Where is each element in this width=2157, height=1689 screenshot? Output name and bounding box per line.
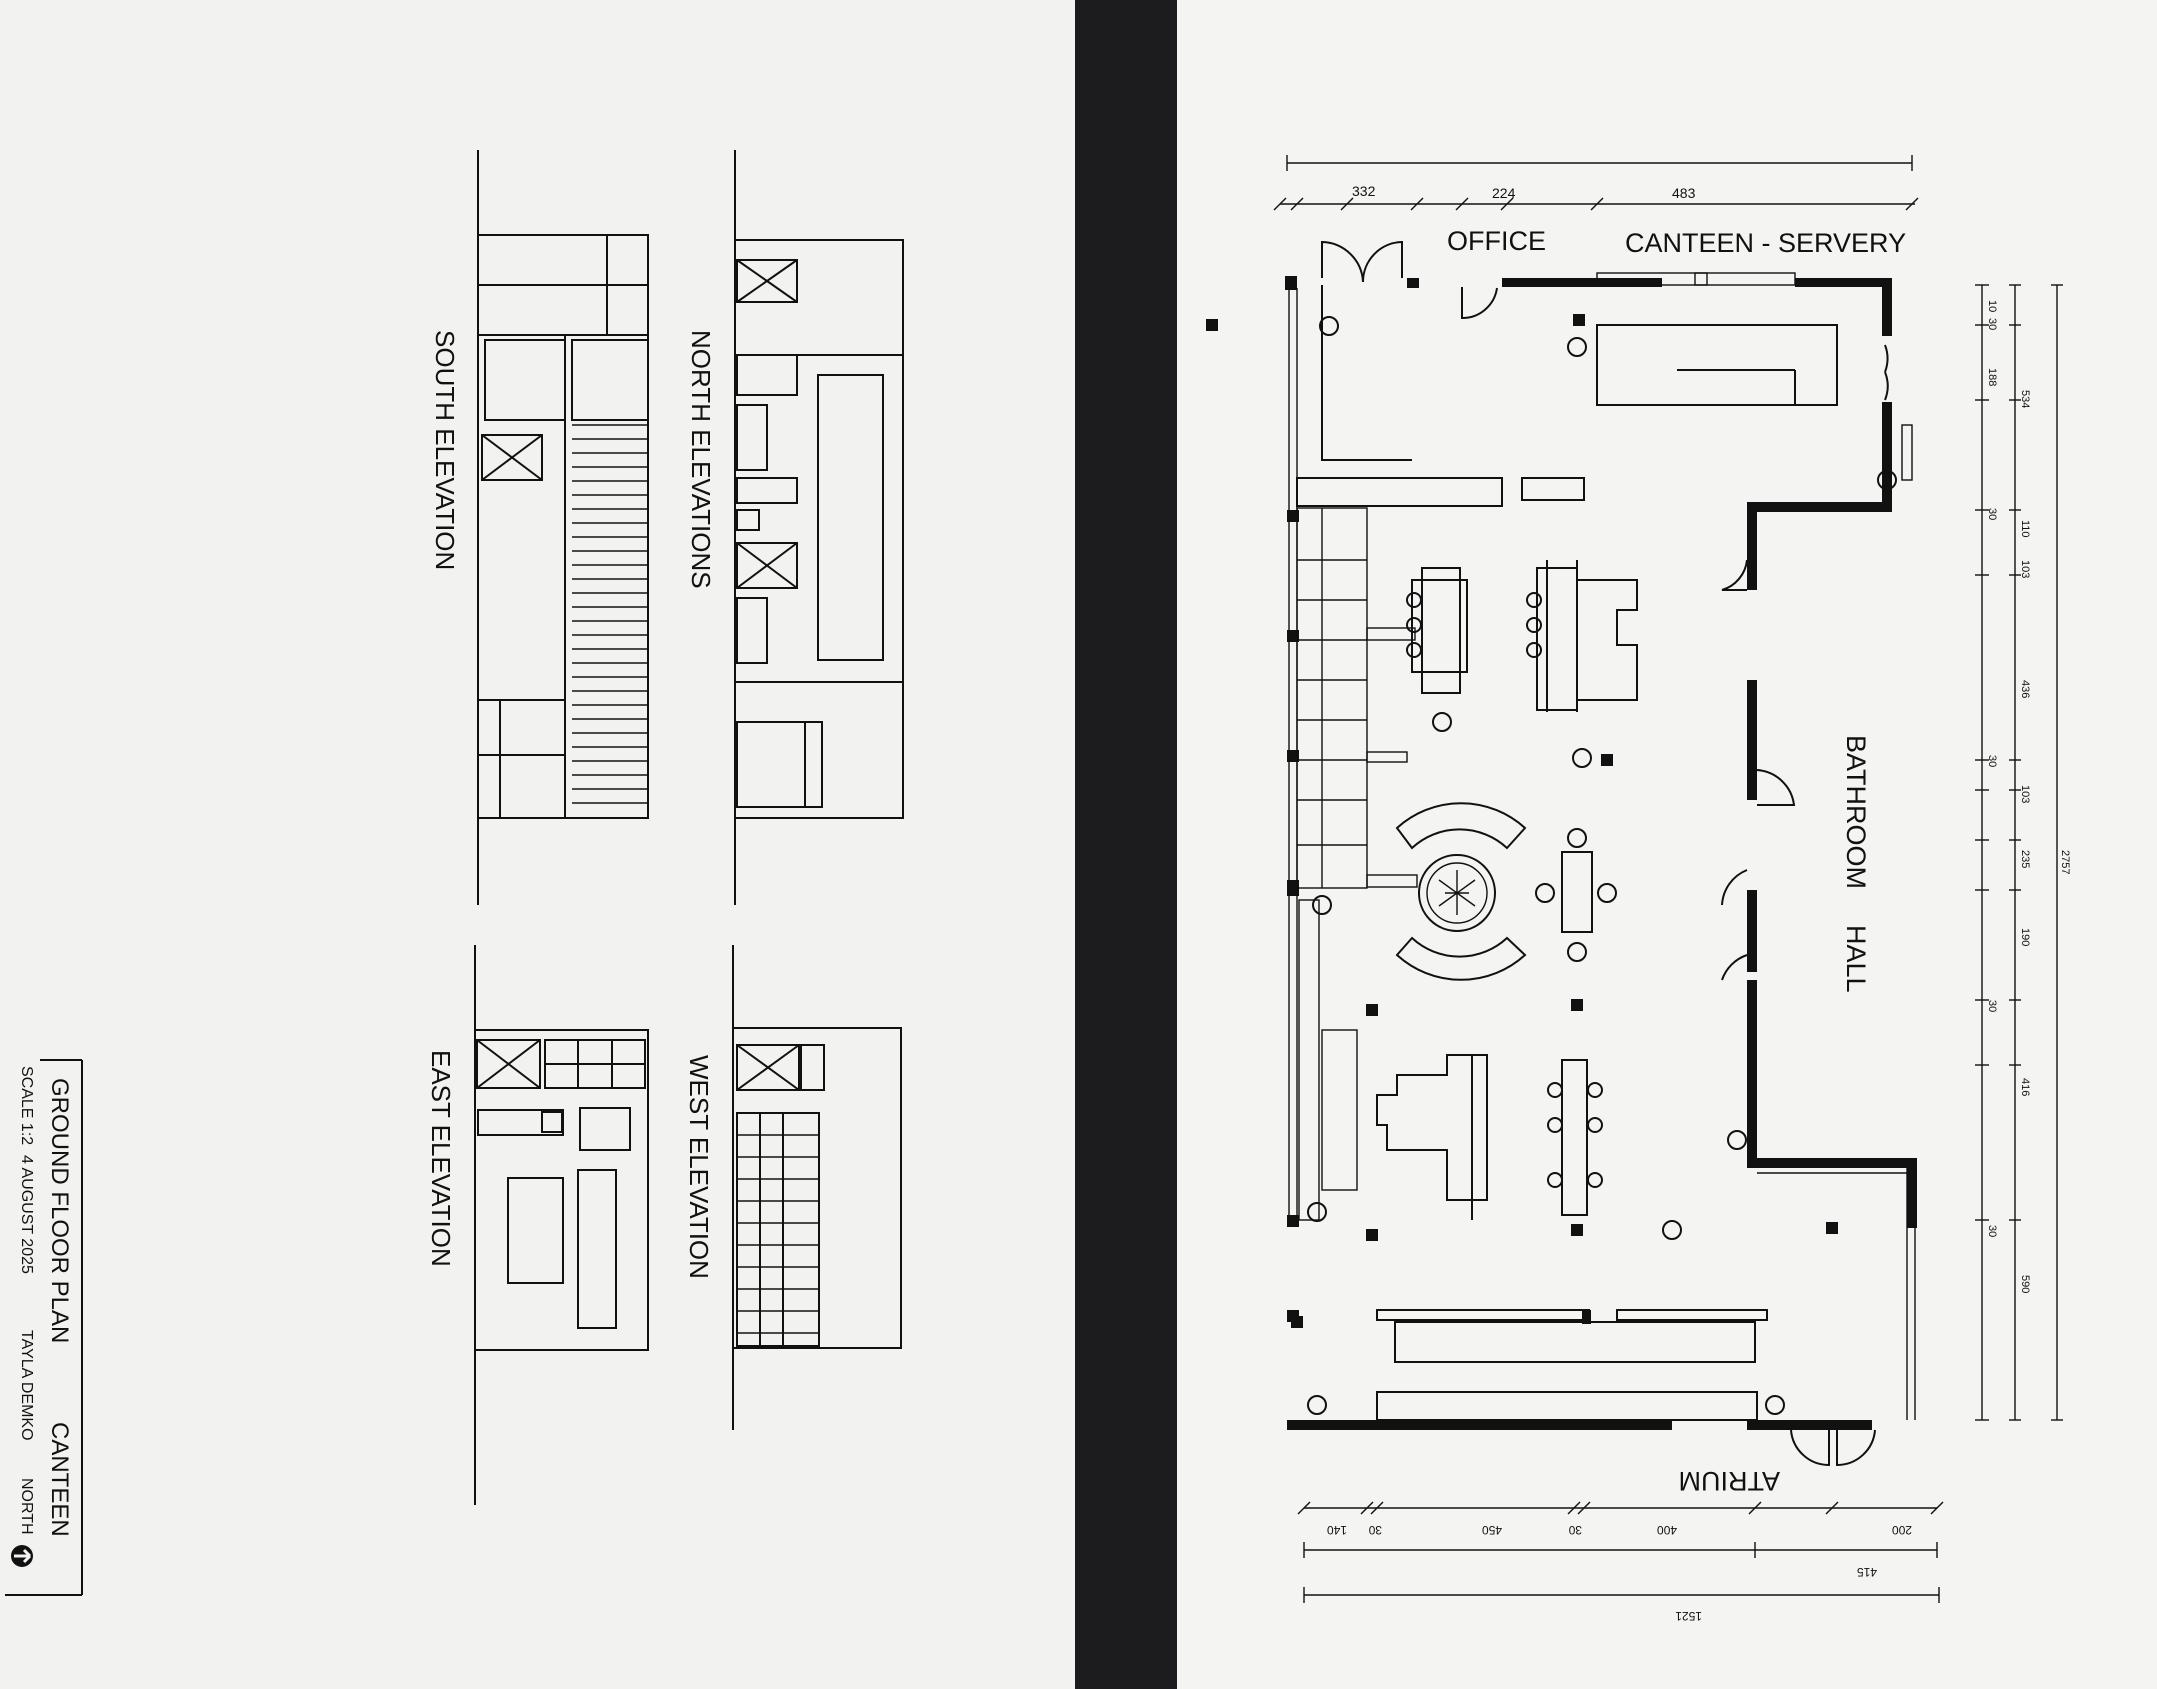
downpipe-column (1312, 895, 1332, 915)
dim-bottom-label: 415 (1857, 1565, 1877, 1579)
north-elevation-label: NORTH ELEVATIONS (686, 330, 716, 589)
dim-right-label: 235 (2019, 850, 2031, 868)
column-square (1291, 1316, 1303, 1328)
dim-top-483: 483 (1672, 185, 1696, 201)
downpipe-column (1877, 470, 1897, 490)
bottom-dimensions: 140 30 450 30 400 200 415 1521 (1297, 1501, 1944, 1623)
east-elevation-label: EAST ELEVATION (426, 1050, 456, 1267)
downpipe-column (1567, 337, 1587, 357)
south-elevation: SOUTH ELEVATION (430, 150, 649, 905)
floor-plan-sheet: 332 224 483 OFFICE CANTEEN - SERVERY BAT… (1177, 0, 2157, 1689)
column-square (1826, 1222, 1838, 1234)
dim-right-label: 416 (2019, 1078, 2031, 1096)
column-square (1206, 319, 1218, 331)
dim-right-label: 188 (1986, 368, 1998, 386)
room-label-hall: HALL (1841, 925, 1871, 993)
column-square (1366, 1004, 1378, 1016)
title-block: GROUND FLOOR PLAN CANTEEN SCALE 1:2 4 AU… (5, 1059, 83, 1596)
west-wall-seating (1296, 507, 1418, 1221)
interior-lines (1288, 272, 1916, 1420)
south-elevation-label: SOUTH ELEVATION (430, 330, 460, 570)
room-label-servery: CANTEEN - SERVERY (1625, 228, 1906, 258)
drawing-scale: SCALE 1:2 (18, 1066, 35, 1145)
dim-right-label: 103 (2019, 560, 2031, 578)
dim-bottom-label: 30 (1568, 1523, 1582, 1537)
dim-right-label: 534 (2019, 390, 2031, 408)
dim-right-label: 590 (2019, 1275, 2031, 1293)
dim-bottom-label: 30 (1368, 1523, 1382, 1537)
dim-bottom-label: 200 (1892, 1523, 1912, 1537)
room-label-atrium: ATRIUM (1679, 1466, 1781, 1496)
room-label-bathroom: BATHROOM (1841, 735, 1871, 889)
column-square (1571, 1224, 1583, 1236)
column-square (1571, 999, 1583, 1011)
dim-right-label: 190 (2019, 928, 2031, 946)
drawing-author: TAYLA DEMKO (18, 1330, 35, 1441)
east-elevation: EAST ELEVATION (426, 945, 649, 1505)
downpipe-column (1727, 1130, 1747, 1150)
downpipe-column (1307, 1202, 1327, 1222)
floor-plan-drawing: 332 224 483 OFFICE CANTEEN - SERVERY BAT… (1206, 155, 2071, 1623)
drawing-title: GROUND FLOOR PLAN (46, 1078, 73, 1343)
downpipe-column (1432, 712, 1452, 732)
dim-right-label: 436 (2019, 680, 2031, 698)
dim-right-label: 30 (1986, 1225, 1998, 1237)
downpipe-column (1572, 748, 1592, 768)
downpipe-column (1765, 1395, 1785, 1415)
dim-top-332: 332 (1352, 183, 1376, 199)
downpipe-column (1662, 1220, 1682, 1240)
dim-right-label: 30 (1986, 318, 1998, 330)
elevations-drawing: SOUTH ELEVATION NORTH ELEVATIONS (5, 150, 904, 1596)
room-label-office: OFFICE (1447, 226, 1546, 256)
north-arrow-icon (11, 1545, 33, 1567)
servery-counter (1296, 285, 1838, 507)
dim-right-label: 10 (1986, 300, 1998, 312)
top-dimensions: 332 224 483 (1273, 155, 1919, 211)
sheet-divider (1075, 0, 1177, 1689)
dim-bottom-label: 400 (1657, 1523, 1677, 1537)
curved-benches (1395, 802, 1527, 981)
doors (1321, 240, 1889, 1467)
dim-right-label: 103 (2019, 785, 2031, 803)
dim-top-224: 224 (1492, 185, 1516, 201)
downpipe-column (1319, 316, 1339, 336)
north-elevation: NORTH ELEVATIONS (686, 150, 904, 905)
north-label: NORTH (18, 1478, 35, 1535)
building-walls (1285, 276, 1917, 1430)
dim-bottom-label: 450 (1482, 1523, 1502, 1537)
west-elevation-label: WEST ELEVATION (684, 1055, 714, 1279)
west-elevation: WEST ELEVATION (684, 945, 902, 1430)
downpipe-column (1307, 1395, 1327, 1415)
dim-right-label: 30 (1986, 755, 1998, 767)
dim-right-label: 110 (2019, 520, 2031, 538)
feature-tree-icon (1418, 854, 1496, 932)
project-name: CANTEEN (46, 1422, 73, 1537)
right-dimensions: 10 30 188 534 30 110 103 436 30 103 235 190 30 416 30 5… (1975, 284, 2071, 1421)
dining-tables (1376, 560, 1638, 1220)
column-square (1573, 314, 1585, 326)
dim-bottom-label: 140 (1327, 1523, 1347, 1537)
elevations-sheet: SOUTH ELEVATION NORTH ELEVATIONS (0, 0, 1075, 1689)
dim-right-label: 2757 (2059, 850, 2071, 874)
column-square (1601, 754, 1613, 766)
drawing-date: 4 AUGUST 2025 (18, 1155, 35, 1274)
dim-right-label: 30 (1986, 1000, 1998, 1012)
atrium-benches (1376, 1309, 1768, 1421)
structural-columns (1206, 314, 1897, 1415)
dim-bottom-label: 1521 (1675, 1609, 1702, 1623)
column-square (1366, 1229, 1378, 1241)
dim-right-label: 30 (1986, 508, 1998, 520)
